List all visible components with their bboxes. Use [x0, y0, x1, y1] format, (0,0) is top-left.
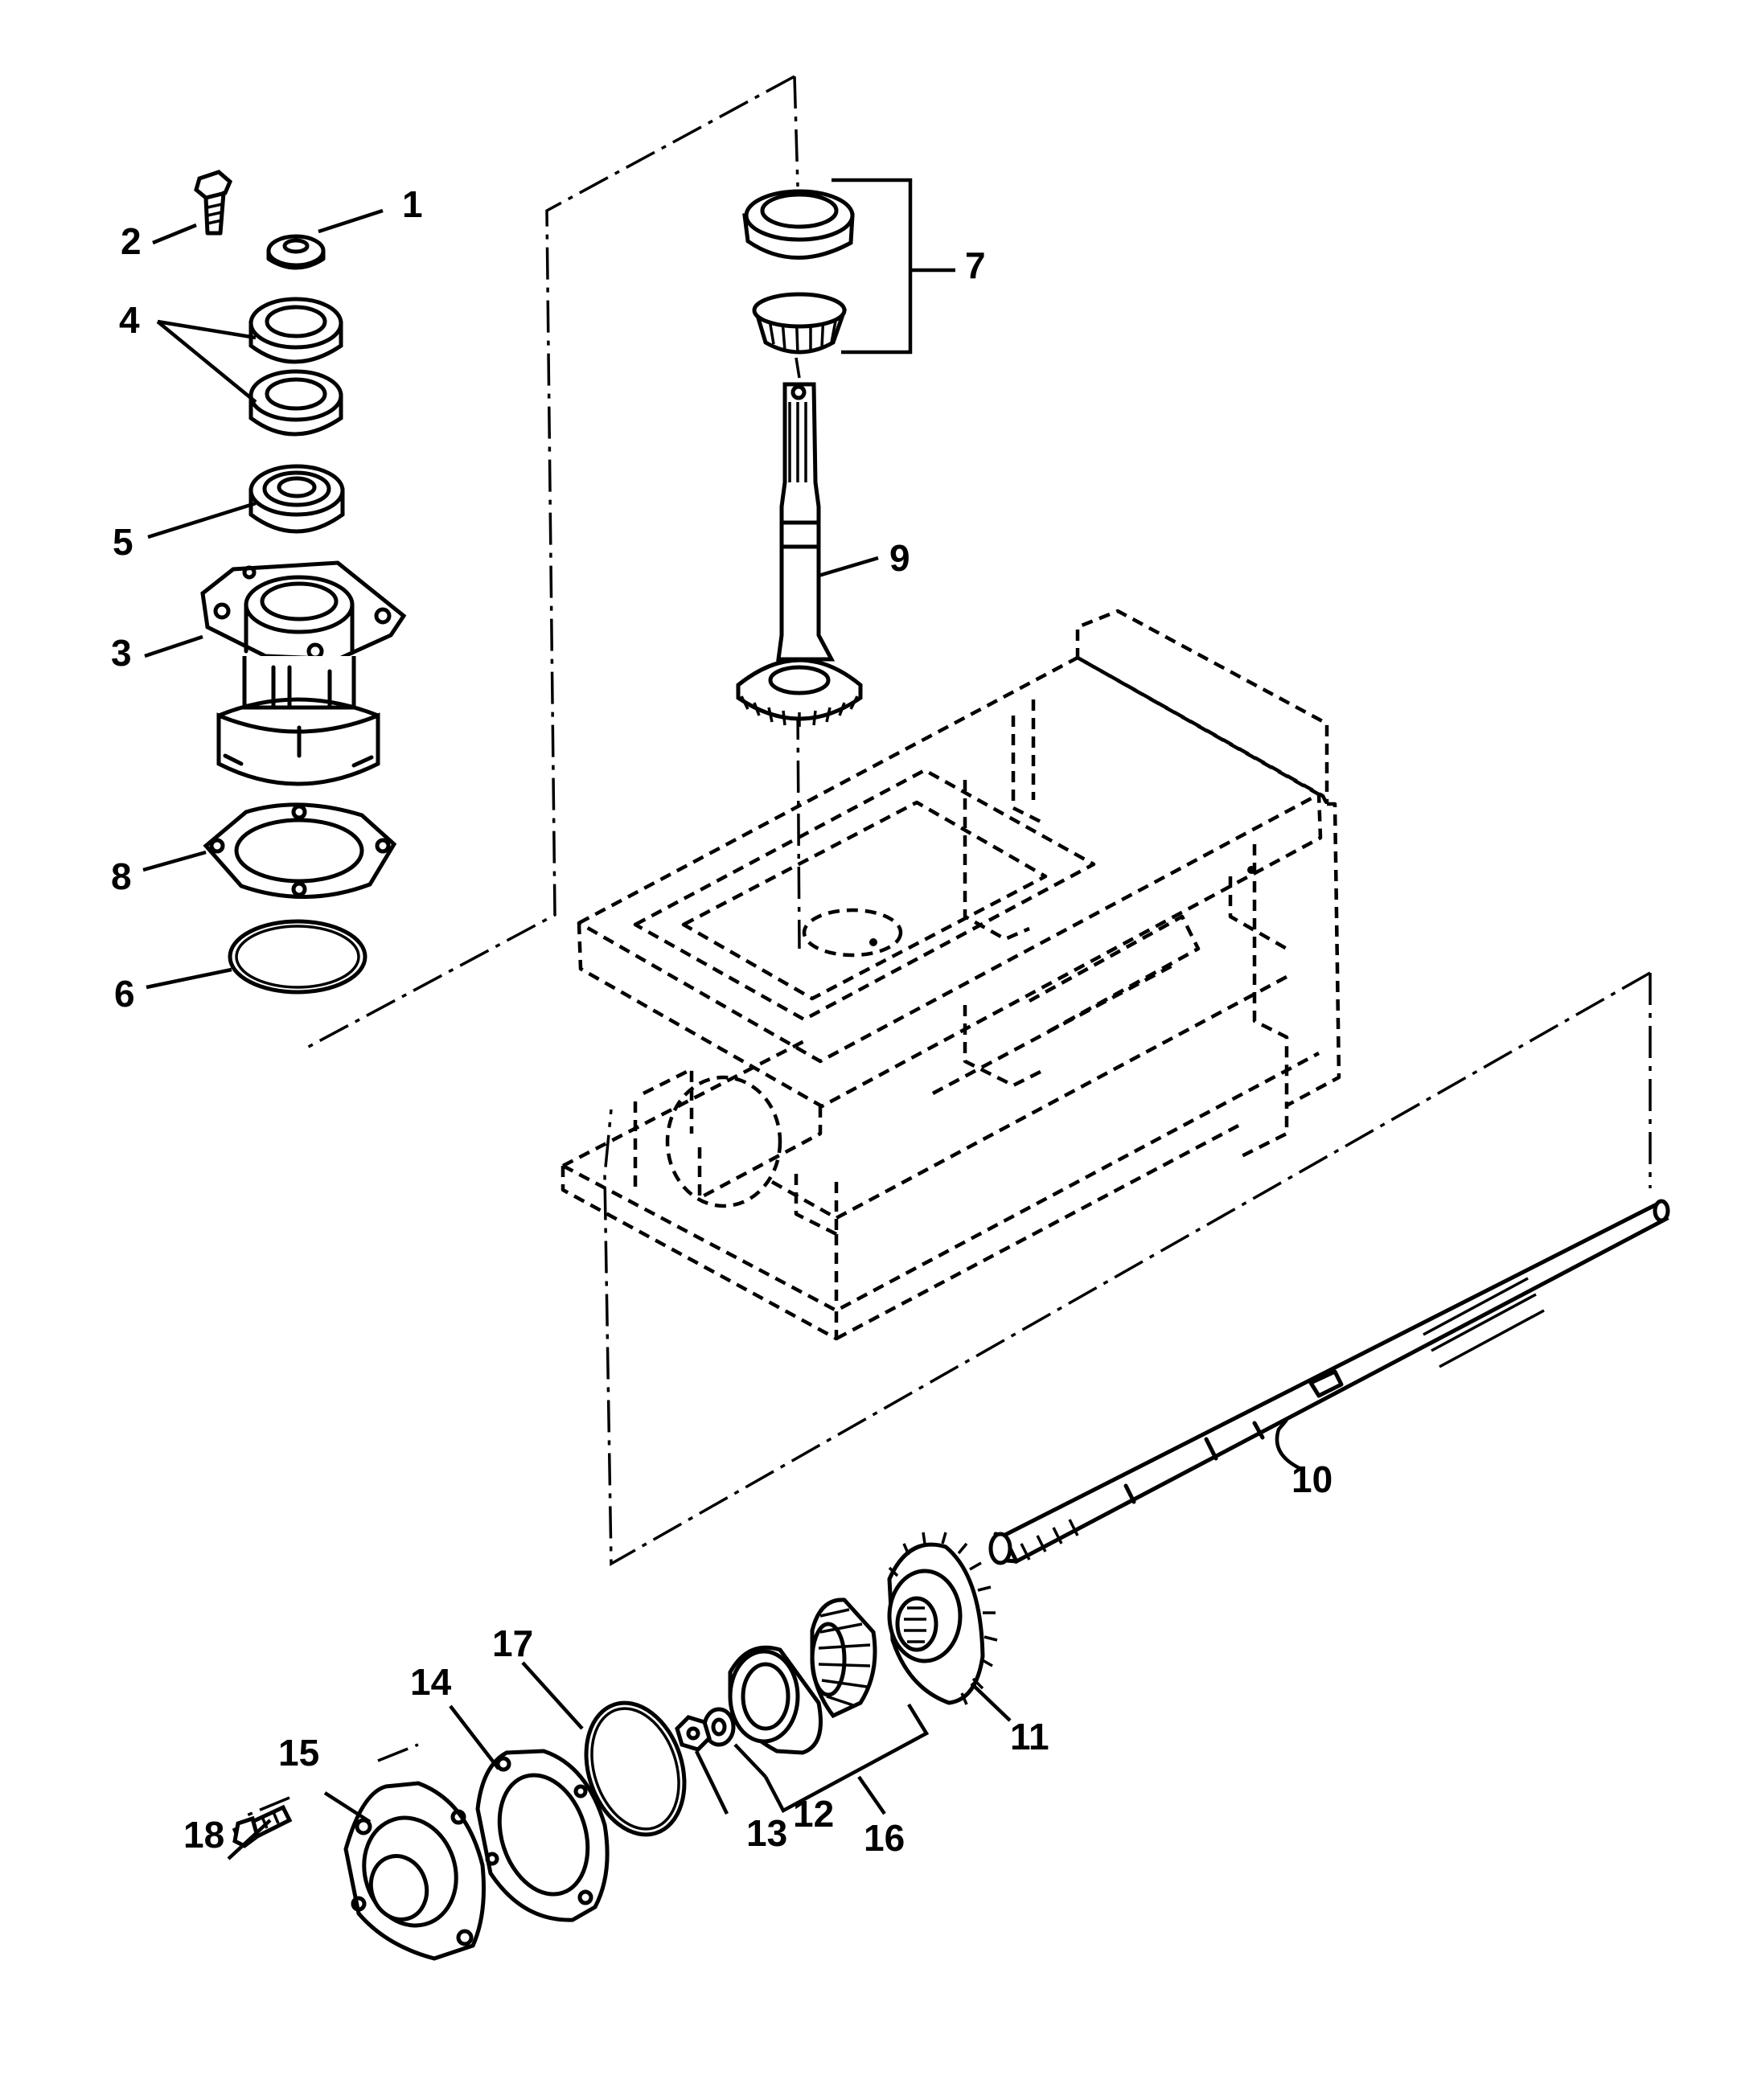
callout-3: 3 [111, 632, 132, 674]
callout-6: 6 [114, 973, 135, 1015]
o-ring-part-17 [584, 1700, 687, 1837]
callout-12: 12 [793, 1793, 834, 1835]
gasket-part-8 [203, 802, 397, 899]
alignment-lines [242, 75, 1652, 1819]
tapered-bearing-part-7 [742, 189, 855, 355]
callout-16: 16 [864, 1817, 905, 1859]
callout-4: 4 [119, 299, 140, 341]
propeller-shaft-part-10 [988, 1199, 1670, 1565]
leader-16 [857, 1775, 886, 1815]
callout-1: 1 [402, 183, 423, 225]
pinion-shaft-part-9 [736, 382, 863, 727]
bracket-part-7 [832, 178, 913, 355]
housing-part-3 [200, 560, 407, 786]
callouts: 1 2 3 4 5 6 7 8 9 10 11 12 13 14 15 16 1… [111, 183, 1333, 1859]
bearing-part-5 [248, 464, 345, 534]
callout-10: 10 [1291, 1458, 1333, 1500]
nut-part-13 [675, 1715, 712, 1752]
seal-part-4-lower [248, 369, 343, 437]
callout-14: 14 [410, 1661, 452, 1703]
bearing-part-16-cone [810, 1598, 877, 1719]
callout-11: 11 [1010, 1716, 1049, 1758]
callout-13: 13 [746, 1812, 787, 1854]
leader-lines [142, 208, 1304, 1860]
bearing-part-16-cup [728, 1645, 823, 1755]
callout-17: 17 [492, 1622, 533, 1664]
callout-15: 15 [278, 1732, 319, 1774]
callout-18: 18 [183, 1814, 224, 1856]
bracket-part-16 [764, 1703, 930, 1814]
screw-part-2 [194, 170, 233, 236]
o-ring-part-6 [228, 919, 368, 995]
callout-5: 5 [113, 521, 133, 563]
callout-8: 8 [111, 855, 132, 897]
gearcase-housing-phantom [561, 609, 1341, 1341]
forward-gear-part-11 [887, 1532, 998, 1705]
callout-9: 9 [889, 537, 910, 579]
callout-2: 2 [121, 220, 142, 262]
seal-part-4-upper [248, 297, 343, 364]
callout-7: 7 [965, 244, 986, 286]
gasket-part-14 [475, 1749, 610, 1922]
washer-part-1 [266, 234, 326, 270]
cover-part-15 [343, 1781, 486, 1961]
